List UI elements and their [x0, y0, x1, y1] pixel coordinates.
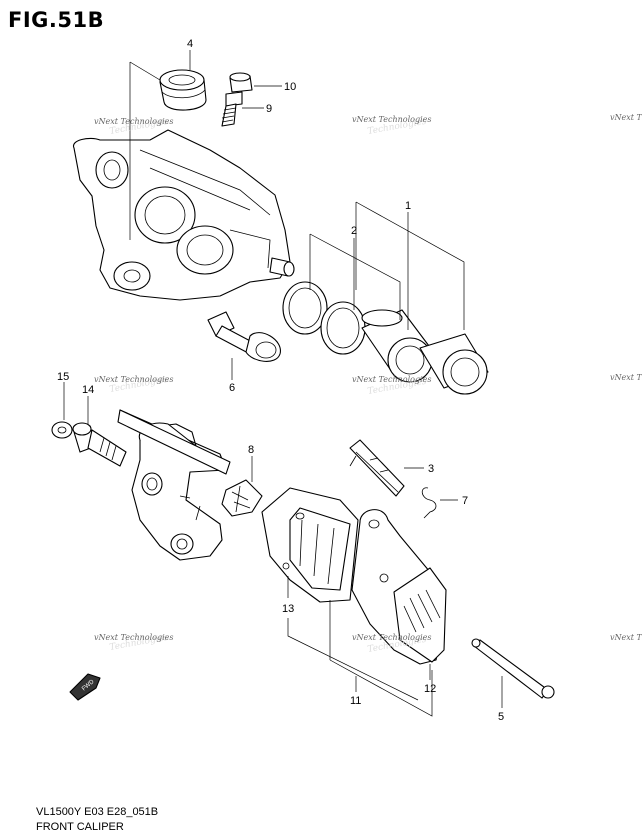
fwd-arrow-icon: FWD [69, 673, 101, 701]
callout-7: 7 [462, 495, 468, 507]
callout-11: 11 [350, 695, 361, 707]
part-pistons[interactable] [361, 309, 489, 395]
part-caliper-bracket[interactable] [117, 409, 231, 561]
watermark: vNext Technologies [352, 375, 431, 384]
callout-8: 8 [248, 444, 254, 456]
watermark: vNext Technologies [352, 115, 431, 124]
model-code: VL1500Y E03 E28_051B [36, 806, 159, 818]
part-outer-pad[interactable] [351, 509, 447, 665]
part-pad-pin[interactable] [471, 638, 555, 699]
callout-6: 6 [229, 382, 235, 394]
callout-10: 10 [284, 81, 296, 93]
part-boot[interactable] [159, 69, 207, 111]
watermark-partial: vNext T [610, 633, 642, 642]
callout-3: 3 [428, 463, 434, 475]
callout-4: 4 [187, 38, 193, 50]
watermark-partial: vNext T [610, 113, 642, 122]
callout-1: 1 [405, 200, 411, 212]
watermark: vNext Technologies [94, 117, 173, 126]
callout-9: 9 [266, 103, 272, 115]
part-inner-pad[interactable] [261, 487, 359, 603]
callout-5: 5 [498, 711, 504, 723]
watermark: vNext Technologies [352, 633, 431, 642]
callout-2: 2 [351, 225, 357, 237]
callout-15: 15 [57, 371, 69, 383]
part-slide-pin[interactable] [207, 311, 281, 362]
callout-labels: 4 10 9 1 2 6 15 14 8 3 7 13 11 12 5 [57, 38, 504, 723]
part-bleeder-valve[interactable] [221, 91, 243, 127]
part-washer[interactable] [51, 421, 73, 439]
part-shim[interactable] [349, 439, 405, 497]
callout-12: 12 [424, 683, 436, 695]
part-piston-seals[interactable] [282, 281, 366, 355]
part-pad-spring[interactable] [221, 479, 263, 517]
watermark: vNext Technologies [94, 633, 173, 642]
watermark: vNext Technologies [94, 375, 173, 384]
part-bleeder-cap[interactable] [229, 72, 253, 93]
part-clip[interactable] [421, 487, 437, 519]
callout-13: 13 [282, 603, 294, 615]
leader-lines [63, 50, 503, 717]
callout-14: 14 [82, 384, 94, 396]
figure-caption: FRONT CALIPER [36, 821, 124, 833]
figure-title: FIG.51B [8, 8, 105, 32]
part-caliper-body[interactable] [73, 129, 295, 301]
watermark-partial: vNext T [610, 373, 642, 382]
part-bolt[interactable] [72, 422, 127, 467]
